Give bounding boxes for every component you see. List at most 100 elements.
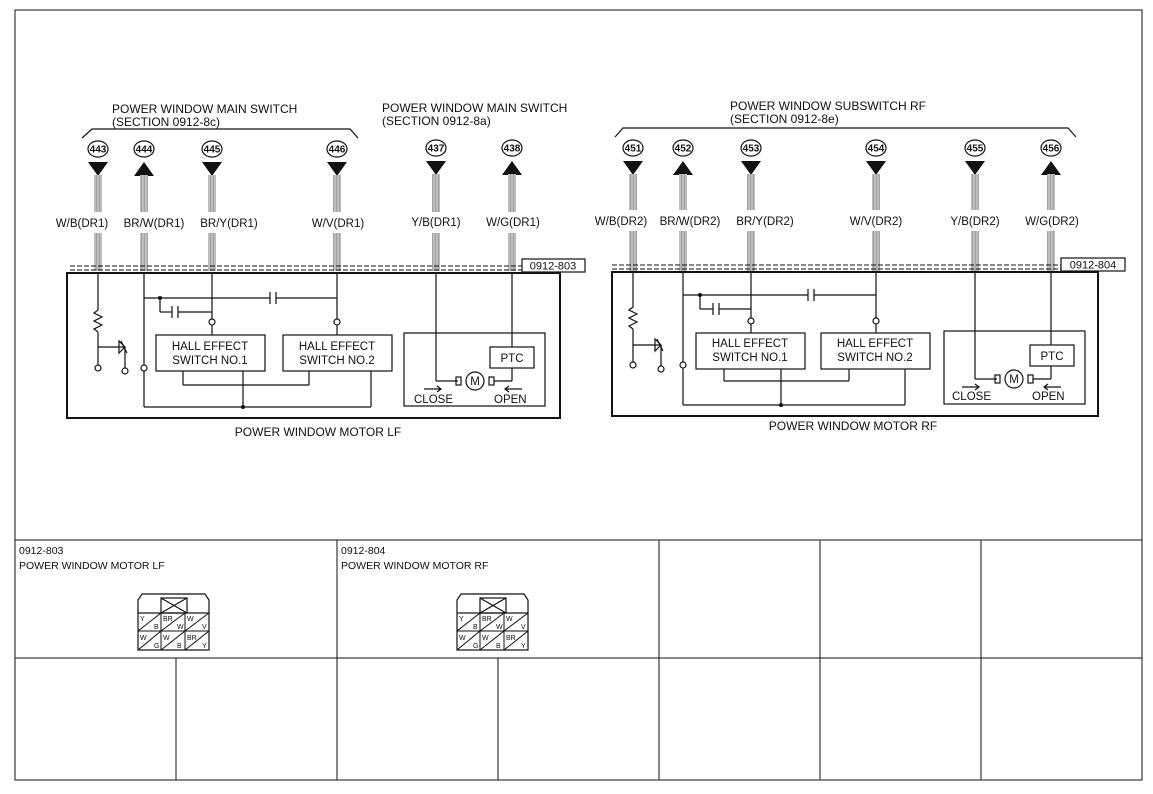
connector-table — [15, 539, 1142, 780]
open-label: OPEN — [1032, 391, 1065, 403]
circuit-number-badge — [865, 139, 887, 157]
wire-label: Y/B(DR1) — [411, 217, 460, 229]
pin-label: Y — [202, 643, 207, 650]
connector-cell-804: 0912-804 POWER WINDOW MOTOR RF Y B BR W … — [341, 545, 529, 651]
wire-w-v-dr1: 446 W/V(DR1) — [312, 140, 365, 230]
pin-label: Y — [140, 616, 145, 623]
connector-band — [70, 265, 522, 271]
arrow-up-icon — [673, 161, 693, 175]
circuit-number-badge — [672, 139, 694, 157]
wire-br-w-dr2: 452 BR/W(DR2) — [660, 139, 721, 228]
circuit-number: 451 — [625, 144, 642, 155]
connector-code: 0912-804 — [341, 545, 386, 557]
circuit-number: 452 — [675, 144, 692, 155]
pin-label: B — [154, 624, 159, 631]
component-name: POWER WINDOW MOTOR RF — [769, 419, 937, 433]
wire-label: W/G(DR1) — [486, 217, 540, 229]
hall-switch-2-label: HALL EFFECT — [837, 338, 913, 350]
open-label: OPEN — [494, 394, 527, 406]
motor-icon — [465, 371, 485, 391]
motor-icon — [1004, 369, 1024, 389]
arrow-up-icon — [502, 161, 522, 175]
hall-switch-1-label-2: SWITCH NO.1 — [172, 355, 247, 367]
circuit-number-badge — [326, 140, 348, 158]
circuit-number-badge — [87, 140, 109, 158]
pin-label: B — [496, 643, 501, 650]
circuit-number: 456 — [1043, 144, 1060, 155]
hall-switch-1-label: HALL EFFECT — [712, 338, 788, 350]
ptc-label: PTC — [1041, 351, 1064, 363]
ptc-label: PTC — [501, 353, 524, 365]
circuit-number: 445 — [204, 145, 221, 156]
wire-w-b-dr2: 451 W/B(DR2) — [595, 139, 647, 228]
wire-label: BR/W(DR1) — [124, 218, 185, 230]
pin-label: B — [473, 624, 478, 631]
group-bracket — [614, 127, 1077, 138]
wire-w-b-dr1: 443 W/B(DR1) — [56, 140, 109, 230]
circuit-number: 443 — [90, 145, 107, 156]
pin-label: G — [154, 643, 159, 650]
wire-y-b-dr1: 437 Y/B(DR1) — [411, 139, 461, 229]
pin-label: BR — [187, 635, 197, 642]
motor-label: M — [1009, 374, 1019, 386]
motor-block — [943, 330, 1086, 405]
arrow-left-icon — [504, 385, 522, 393]
pin-label: W — [482, 635, 489, 642]
pin-label: W — [506, 616, 513, 623]
circuit-number-badge — [501, 139, 523, 157]
wire-br-y-dr1: 445 BR/Y(DR1) — [200, 140, 258, 230]
connector-face-804: Y B BR W W V W G W B BR Y — [456, 593, 529, 651]
arrow-up-icon — [134, 162, 154, 176]
circuit-number: 444 — [136, 145, 153, 156]
component-name: POWER WINDOW MOTOR LF — [235, 425, 401, 439]
arrow-down-icon — [426, 161, 446, 175]
pin-label: Y — [521, 643, 526, 650]
sheet-border — [14, 9, 1143, 781]
connector-cell-803: 0912-803 POWER WINDOW MOTOR LF Y B BR W … — [19, 545, 210, 651]
arrow-down-icon — [623, 161, 643, 175]
close-label: CLOSE — [952, 391, 991, 403]
arrow-down-icon — [88, 162, 108, 176]
pin-label: BR — [506, 635, 516, 642]
wire-label: W/V(DR2) — [850, 216, 903, 228]
wire-label: BR/W(DR2) — [660, 216, 721, 228]
arrow-down-icon — [327, 162, 347, 176]
circuit-number-badge — [740, 139, 762, 157]
motor-frame — [66, 272, 561, 419]
internal-wiring — [92, 273, 372, 409]
pin-label: V — [521, 624, 526, 631]
wire-bundles — [629, 174, 1055, 271]
arrow-down-icon — [866, 161, 886, 175]
wire-br-y-dr2: 453 BR/Y(DR2) — [736, 139, 794, 228]
arrow-up-icon — [1041, 161, 1061, 175]
circuit-number: 438 — [504, 144, 521, 155]
arrow-left-icon — [1043, 383, 1061, 391]
wire-label: Y/B(DR2) — [950, 216, 999, 228]
pin-label: G — [473, 643, 478, 650]
wire-w-g-dr2: 456 W/G(DR2) — [1025, 139, 1079, 228]
hall-switch-2-label: HALL EFFECT — [299, 341, 375, 353]
close-label: CLOSE — [414, 394, 453, 406]
pin-label: W — [187, 616, 194, 623]
hall-switch-1-label-2: SWITCH NO.1 — [712, 352, 787, 364]
hall-switch-2 — [820, 332, 931, 370]
arrow-right-icon — [424, 385, 442, 393]
connector-face-803: Y B BR W W V W G W B BR Y — [137, 593, 210, 651]
wire-br-w-dr1: 444 BR/W(DR1) — [124, 140, 185, 230]
circuit-number-badge — [1040, 139, 1062, 157]
wire-w-g-dr1: 438 W/G(DR1) — [486, 139, 540, 229]
motor-label: M — [470, 376, 480, 388]
connector-tag: 0912-804 — [1070, 260, 1117, 272]
circuit-number: 437 — [428, 144, 445, 155]
circuit-number: 454 — [868, 144, 885, 155]
wire-label: W/B(DR1) — [56, 218, 109, 230]
header-subswitch-section: (SECTION 0912-8e) — [730, 112, 839, 126]
connector-name: POWER WINDOW MOTOR LF — [19, 560, 165, 572]
internal-wiring — [627, 272, 906, 407]
header-main-switch-section: (SECTION 0912-8c) — [112, 115, 220, 129]
pin-label: B — [177, 643, 182, 650]
wire-label: W/V(DR1) — [312, 218, 365, 230]
circuit-number: 446 — [329, 145, 346, 156]
circuit-number-badge — [425, 139, 447, 157]
